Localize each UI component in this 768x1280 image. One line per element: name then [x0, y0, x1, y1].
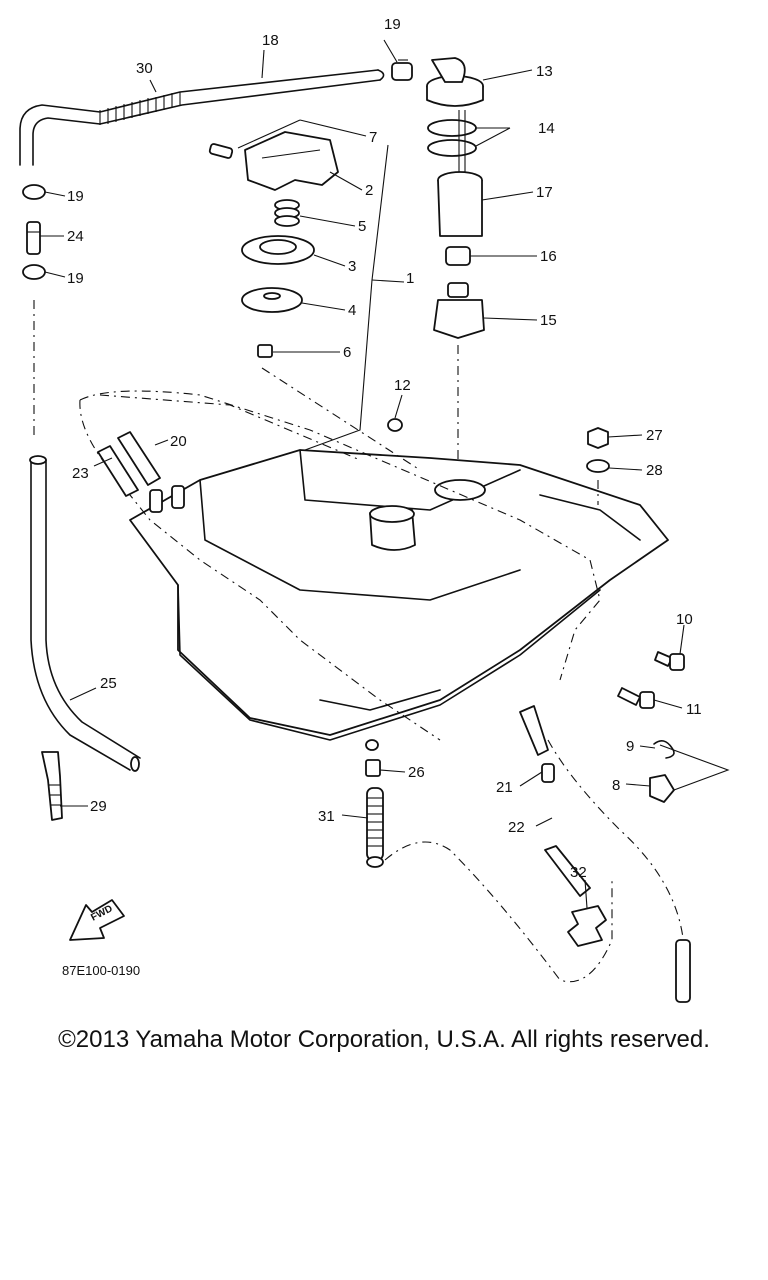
- callout-11: 11: [686, 701, 702, 718]
- callout-7: 7: [369, 129, 377, 146]
- fuel-tank: [129, 449, 669, 741]
- callout-8: 8: [612, 777, 620, 794]
- callout-28: 28: [646, 462, 663, 479]
- callout-1: 1: [406, 270, 414, 287]
- vent-hose-18-30: [19, 69, 385, 166]
- nut-6: [257, 344, 273, 358]
- clip-16: [445, 246, 471, 266]
- joint-24: [26, 221, 41, 255]
- callout-labels: 1 2 3 4 5 6 7 8 9 10 11 12 13 14 15 16 1…: [67, 16, 702, 881]
- callout-3: 3: [348, 258, 356, 275]
- callout-19-top: 19: [384, 16, 401, 33]
- callout-23: 23: [72, 465, 89, 482]
- callout-20: 20: [170, 433, 187, 450]
- tube-17: [437, 110, 483, 237]
- callout-26: 26: [408, 764, 425, 781]
- spring-5: [274, 199, 300, 227]
- clip-19-top: [391, 59, 413, 81]
- callout-17: 17: [536, 184, 553, 201]
- hose-25: [29, 455, 141, 772]
- callout-10: 10: [676, 611, 693, 628]
- fitting-21: [541, 763, 555, 783]
- nut-27: [587, 427, 609, 449]
- callout-21: 21: [496, 779, 513, 796]
- callout-5: 5: [358, 218, 366, 235]
- hose-31: [366, 787, 384, 868]
- hose-20: [117, 431, 161, 486]
- gaskets-14: [427, 119, 477, 157]
- washer-28: [586, 459, 610, 473]
- hose-23: [97, 445, 139, 497]
- clip-9: [653, 740, 675, 759]
- callout-18: 18: [262, 32, 279, 49]
- bolt-11: [617, 687, 655, 709]
- callout-29: 29: [90, 798, 107, 815]
- clip-19-left-upper: [22, 184, 46, 200]
- callout-13: 13: [536, 63, 553, 80]
- callout-30: 30: [136, 60, 153, 77]
- callout-19-left-lower: 19: [67, 270, 84, 287]
- cap-13: [426, 57, 484, 107]
- pipe-bottom: [675, 939, 691, 1003]
- band-29: [41, 751, 63, 821]
- part-code: 87E100-0190: [62, 963, 140, 978]
- gasket-3: [241, 235, 315, 265]
- callout-32: 32: [570, 864, 587, 881]
- clamp-32: [567, 905, 607, 947]
- fwd-arrow-icon: FWD: [69, 899, 125, 941]
- copyright-notice: ©2013 Yamaha Motor Corporation, U.S.A. A…: [58, 1026, 710, 1053]
- plate-4: [241, 287, 303, 313]
- callout-31: 31: [318, 808, 335, 825]
- leader-lines: [40, 39, 685, 909]
- hose-22: [519, 705, 591, 897]
- callout-24: 24: [67, 228, 84, 245]
- fitting-26: [365, 739, 381, 777]
- bracket-8: [649, 774, 675, 803]
- parts-diagram: FWD: [19, 16, 730, 1003]
- callout-6: 6: [343, 344, 351, 361]
- clip-19-left-lower: [22, 264, 46, 280]
- callout-9: 9: [626, 738, 634, 755]
- callout-14: 14: [538, 120, 555, 137]
- filter-15: [433, 282, 485, 339]
- callout-22: 22: [508, 819, 525, 836]
- callout-4: 4: [348, 302, 356, 319]
- callout-27: 27: [646, 427, 663, 444]
- fuel-tank-exploded-view: FWD: [19, 16, 730, 1003]
- bolt-10: [654, 651, 685, 671]
- callout-12: 12: [394, 377, 411, 394]
- callout-16: 16: [540, 248, 557, 265]
- cap-2: [244, 131, 339, 191]
- grommet-12: [387, 418, 403, 432]
- callout-25: 25: [100, 675, 117, 692]
- pin-7: [208, 143, 234, 159]
- callout-19-left-upper: 19: [67, 188, 84, 205]
- callout-15: 15: [540, 312, 557, 329]
- callout-2: 2: [365, 182, 373, 199]
